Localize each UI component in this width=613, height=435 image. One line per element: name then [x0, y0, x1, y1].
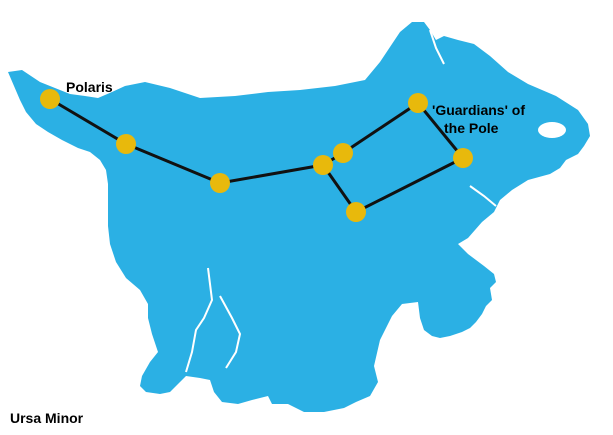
star-5 — [333, 143, 353, 163]
star-7 — [453, 148, 473, 168]
line-2-3 — [125, 142, 221, 185]
eye-icon — [538, 122, 566, 138]
line-5-6 — [342, 101, 419, 155]
star-6 — [408, 93, 428, 113]
ear-outline — [429, 29, 445, 65]
star-3 — [210, 173, 230, 193]
constellation-name-label: Ursa Minor — [10, 410, 84, 426]
guardians-label-line2: the Pole — [444, 120, 499, 136]
leg-outline — [185, 267, 214, 373]
hind-leg-outline — [219, 295, 242, 369]
polaris-label: Polaris — [66, 79, 113, 95]
star-polaris — [40, 89, 60, 109]
star-2 — [116, 134, 136, 154]
line-7-8 — [355, 156, 464, 214]
bear-silhouette — [8, 22, 590, 412]
guardians-label-line1: 'Guardians' of — [432, 102, 525, 118]
star-8 — [346, 202, 366, 222]
star-4 — [313, 155, 333, 175]
line-polaris-2 — [49, 97, 127, 146]
line-3-4 — [219, 163, 324, 185]
line-6-7 — [416, 102, 465, 159]
bear-body — [8, 22, 590, 412]
jaw-outline — [469, 185, 497, 207]
stars — [40, 89, 473, 222]
